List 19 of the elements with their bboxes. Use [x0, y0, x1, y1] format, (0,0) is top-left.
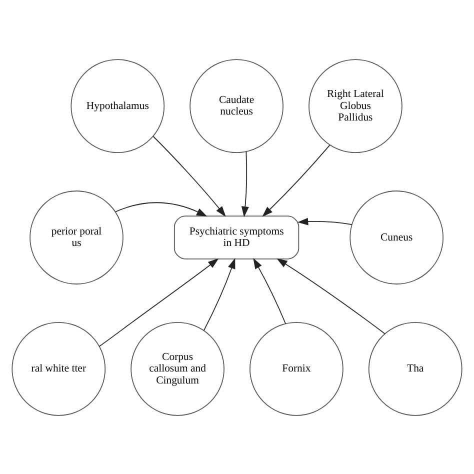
node-circle: perior poral us: [30, 190, 124, 284]
node-circle: Right Lateral Globus Pallidus: [308, 58, 402, 152]
arrow: [99, 258, 219, 346]
arrow: [262, 144, 330, 216]
arrow: [152, 135, 226, 216]
node-circle: Cuneus: [350, 190, 444, 284]
node-circle: ral white tter: [12, 322, 106, 416]
node-circle: Fornix: [250, 322, 344, 416]
node-circle: Hypothalamus: [70, 58, 165, 152]
arrow: [115, 202, 208, 216]
arrow: [253, 258, 286, 324]
node-circle: Caudate nucleus: [190, 58, 284, 152]
node-box: Psychiatric symptoms in HD: [174, 215, 300, 259]
arrow: [276, 258, 386, 334]
node-circle: Tha: [368, 322, 462, 416]
node-circle: Corpus callosum and Cingulum: [130, 322, 224, 416]
arrow: [297, 217, 352, 225]
arrow: [241, 150, 249, 217]
arrow: [203, 257, 236, 330]
